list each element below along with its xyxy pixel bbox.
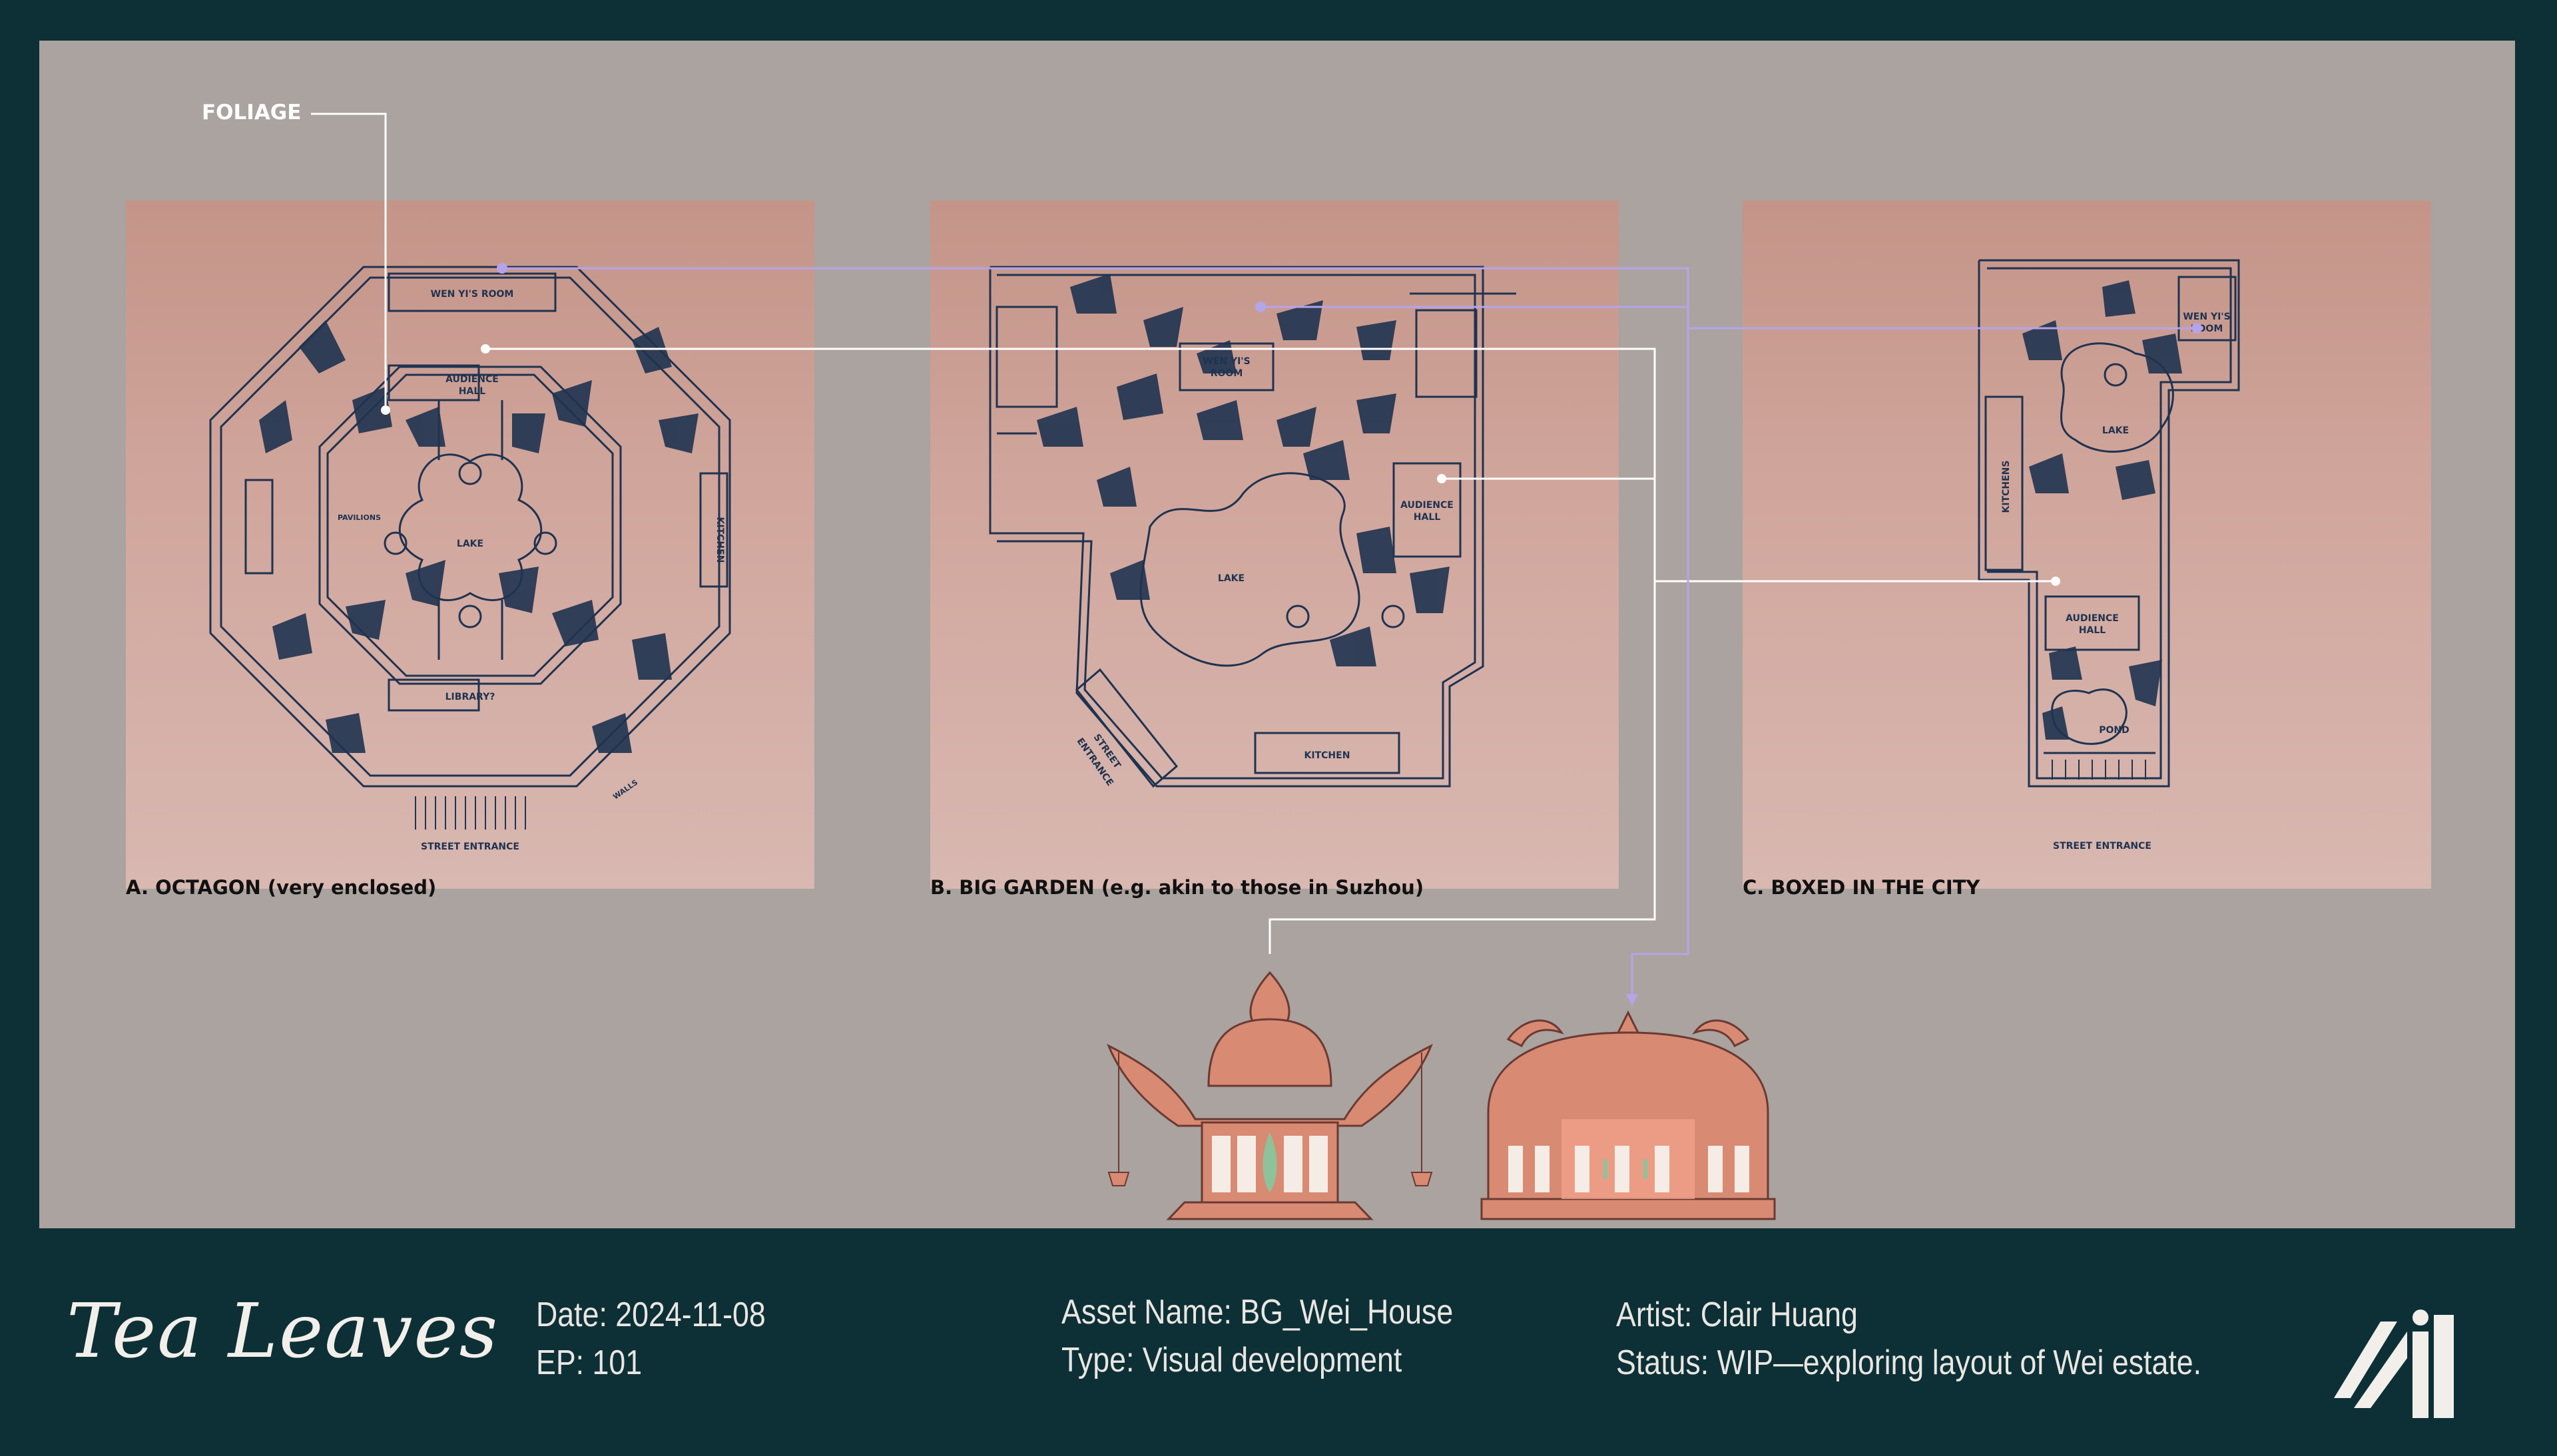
caption-octagon: A. OCTAGON (very enclosed): [126, 876, 437, 899]
wen-yi-room-elevation: [1480, 1010, 1776, 1220]
label-kitchen: KITCHEN: [1304, 750, 1350, 761]
audience-hall-elevation: [1107, 971, 1433, 1220]
footer-artist: Artist: Clair Huang: [1616, 1296, 1858, 1334]
label-wen-yi-room: WEN YI'S ROOM: [431, 289, 514, 300]
footer-episode: EP: 101: [536, 1343, 643, 1382]
label-audience-hall-line1: AUDIENCE: [445, 374, 499, 385]
label-lake: LAKE: [2102, 425, 2129, 436]
footer-status: Status: WIP—exploring layout of Wei esta…: [1616, 1343, 2202, 1382]
label-pavilions: PAVILIONS: [338, 513, 381, 522]
plan-octagon: WEN YI'S ROOM AUDIENCE HALL PAVILIONS LA…: [126, 200, 814, 889]
boxed-city-floor-plan: WEN YI'S ROOM LAKE KITCHENS AUDIENCE HAL…: [1978, 259, 2240, 851]
big-garden-floor-plan: WEN YI'S ROOM AUDIENCE HALL LAKE KITCHEN…: [989, 266, 1516, 788]
label-wen-yi-room-line1: WEN YI'S: [2183, 312, 2230, 322]
connector-lines: [311, 113, 2202, 1006]
footer-bar: Tea Leaves Date: 2024-11-08 EP: 101 Asse…: [0, 1228, 2557, 1456]
label-kitchens: KITCHENS: [2001, 461, 2012, 513]
label-audience-hall-line1: AUDIENCE: [2066, 613, 2119, 624]
label-lake: LAKE: [1218, 573, 1245, 584]
label-wen-yi-room-line1: WEN YI'S: [1203, 356, 1250, 367]
footer-type: Type: Visual development: [1061, 1341, 1402, 1379]
octagon-floor-plan: WEN YI'S ROOM AUDIENCE HALL PAVILIONS LA…: [209, 266, 731, 852]
concept-board: WEN YI'S ROOM AUDIENCE HALL PAVILIONS LA…: [39, 41, 2515, 1228]
caption-big-garden: B. BIG GARDEN (e.g. akin to those in Suz…: [930, 876, 1424, 899]
label-lake: LAKE: [457, 539, 483, 549]
label-audience-hall-line2: HALL: [2079, 625, 2106, 636]
label-audience-hall-line2: HALL: [1414, 512, 1440, 523]
label-wen-yi-room-line2: ROOM: [1211, 368, 1243, 379]
show-title: Tea Leaves: [67, 1288, 499, 1375]
footer-asset-name: Asset Name: BG_Wei_House: [1061, 1293, 1454, 1332]
label-street-entrance: STREET ENTRANCE: [421, 842, 519, 852]
label-street-entrance: STREET ENTRANCE: [2053, 841, 2151, 851]
label-audience-hall-line2: HALL: [459, 386, 485, 397]
footer-date: Date: 2024-11-08: [536, 1296, 766, 1334]
callout-foliage: FOLIAGE: [202, 101, 302, 124]
plan-big-garden: WEN YI'S ROOM AUDIENCE HALL LAKE KITCHEN…: [930, 200, 1619, 889]
studio-logo: [2334, 1310, 2454, 1418]
label-pond: POND: [2099, 725, 2130, 736]
label-library: LIBRARY?: [445, 692, 495, 702]
label-audience-hall-line1: AUDIENCE: [1400, 500, 1454, 511]
plan-boxed-in-city: WEN YI'S ROOM LAKE KITCHENS AUDIENCE HAL…: [1743, 200, 2431, 889]
caption-boxed-city: C. BOXED IN THE CITY: [1743, 876, 1980, 899]
label-kitchen: KITCHEN: [714, 517, 725, 563]
